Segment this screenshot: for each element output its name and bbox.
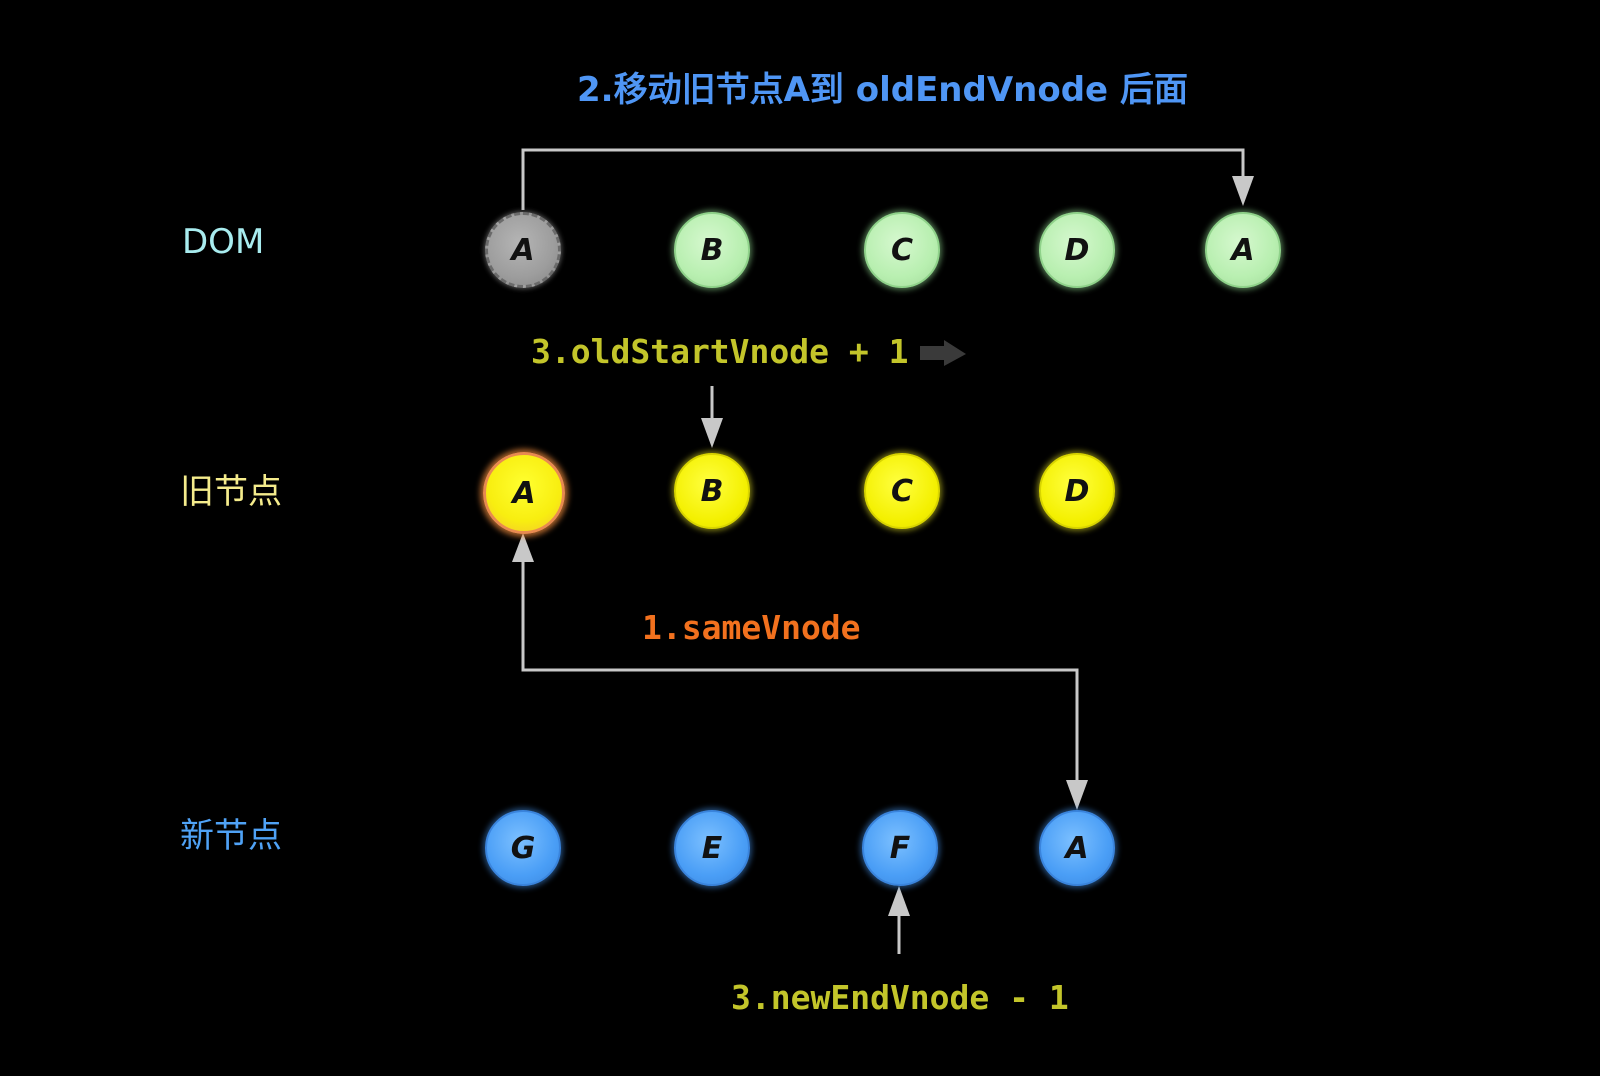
same-vnode-connector [521, 552, 1079, 790]
move-connector [521, 148, 1245, 210]
old-start-pointer-arrowhead [701, 418, 723, 448]
same-vnode-arrowhead-up [512, 533, 534, 562]
row-label-new: 新节点 [180, 816, 282, 856]
dom-node: A [485, 212, 561, 288]
new-node: F [862, 810, 938, 886]
new-node: E [674, 810, 750, 886]
old-node: D [1039, 453, 1115, 529]
dom-node: D [1039, 212, 1115, 288]
old-node: A [483, 452, 565, 534]
dom-node: A [1205, 212, 1281, 288]
move-arrowhead [1232, 176, 1254, 206]
dom-node: C [864, 212, 940, 288]
new-node: G [485, 810, 561, 886]
step-move-label: 2.移动旧节点A到 oldEndVnode 后面 [577, 70, 1188, 110]
step-old-start-pointer-label: 3.oldStartVnode + 1 [531, 332, 909, 371]
step-new-end-pointer-label: 3.newEndVnode - 1 [731, 978, 1069, 1017]
step-same-vnode-label: 1.sameVnode [642, 608, 861, 647]
same-vnode-arrowhead-down [1066, 780, 1088, 810]
old-node: C [864, 453, 940, 529]
old-node: B [674, 453, 750, 529]
new-node: A [1039, 810, 1115, 886]
new-end-pointer-arrowhead [888, 886, 910, 916]
row-label-dom: DOM [182, 222, 265, 262]
faint-arrow-icon [920, 340, 966, 366]
dom-node: B [674, 212, 750, 288]
row-label-old: 旧节点 [180, 472, 282, 512]
